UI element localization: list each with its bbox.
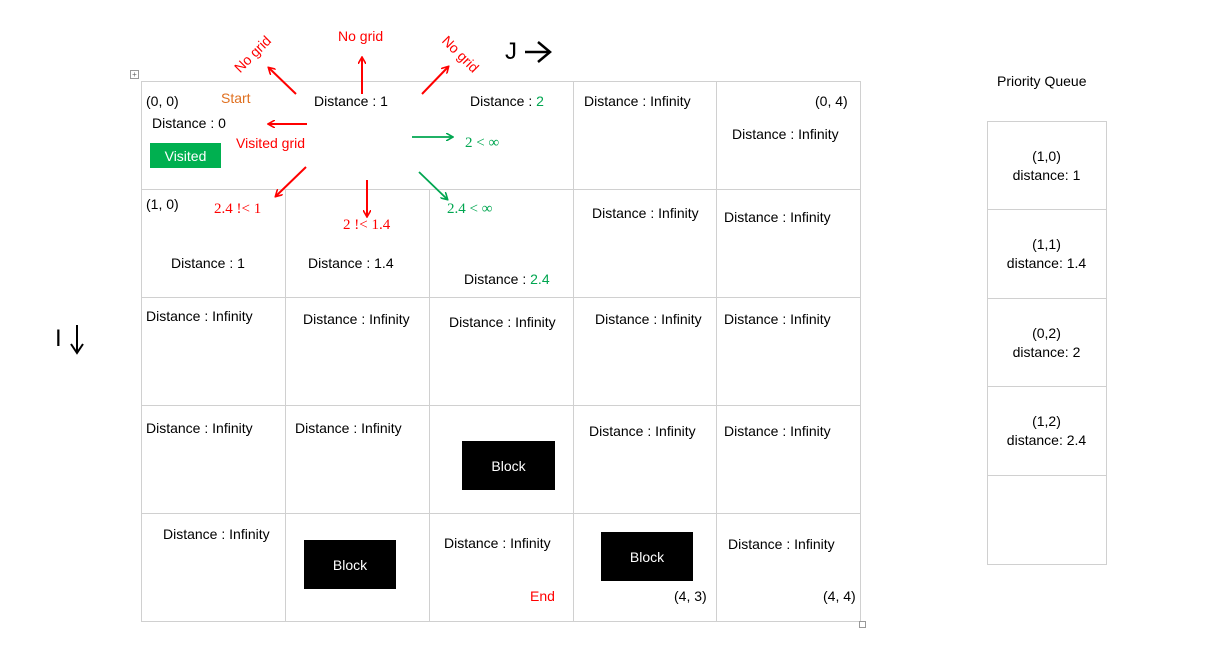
visited-grid-label: Visited grid: [236, 135, 306, 151]
grid-line: [716, 81, 717, 622]
priority-queue-title: Priority Queue: [997, 73, 1087, 89]
table-resize-handle[interactable]: [859, 621, 866, 628]
priority-queue-border: [987, 121, 1107, 565]
cell-3-1-distance: Distance : Infinity: [295, 420, 402, 436]
block-cell-4-1: Block: [304, 540, 396, 589]
cell-2-1-distance: Distance : Infinity: [303, 311, 410, 327]
start-label: Start: [221, 90, 251, 106]
pq-item-node: (1,1): [1032, 236, 1061, 252]
grid-line: [141, 81, 142, 622]
priority-queue-item: (1,0) distance: 1: [987, 122, 1106, 210]
cell-4-4-coord: (4, 4): [823, 588, 856, 604]
grid-line: [141, 513, 860, 514]
pq-item-distance: distance: 2: [1012, 343, 1081, 360]
cell-2-2-distance: Distance : Infinity: [449, 314, 556, 330]
cell-1-2-prefix: Distance :: [464, 271, 531, 287]
block-cell-4-3: Block: [601, 532, 693, 581]
arrow-down-left: [276, 166, 307, 196]
cell-1-1-distance: Distance : 1.4: [308, 255, 394, 271]
cell-1-2-value: 2.4: [530, 271, 550, 287]
end-label: End: [530, 588, 555, 604]
cell-0-1-distance: Distance : 1: [314, 93, 388, 109]
arrow-up-right: [421, 67, 448, 95]
cell-3-0-distance: Distance : Infinity: [146, 420, 253, 436]
grid-line: [141, 189, 860, 190]
compare-down-label: 2 !< 1.4: [343, 217, 391, 233]
compare-right-label: 2 < ∞: [465, 135, 500, 151]
grid-line: [860, 81, 861, 622]
block-cell-3-2: Block: [462, 441, 555, 490]
cell-1-3-distance: Distance : Infinity: [592, 205, 699, 221]
arrow-down-right: [418, 171, 447, 199]
cell-4-0-distance: Distance : Infinity: [163, 526, 270, 542]
grid-line: [141, 81, 860, 82]
grid-line: [141, 405, 860, 406]
compare-down-left-label: 2.4 !< 1: [214, 201, 262, 217]
cell-0-4-distance: Distance : Infinity: [732, 126, 839, 142]
cell-4-3-coord: (4, 3): [674, 588, 707, 604]
cell-2-4-distance: Distance : Infinity: [724, 311, 831, 327]
cell-4-4-distance: Distance : Infinity: [728, 536, 835, 552]
cell-0-2-prefix: Distance :: [470, 93, 537, 109]
pq-item-node: (1,0): [1032, 147, 1061, 164]
pq-item-distance: distance: 1.4: [1006, 255, 1087, 271]
visited-badge: Visited: [150, 143, 221, 168]
grid-line: [573, 81, 574, 622]
arrow-up-left: [269, 68, 297, 95]
cell-2-0-distance: Distance : Infinity: [146, 308, 253, 324]
i-axis-label: I: [55, 325, 62, 352]
cell-0-0-distance: Distance : 0: [152, 115, 226, 131]
cell-0-2-value: 2: [536, 93, 544, 109]
cell-1-4-distance: Distance : Infinity: [724, 209, 831, 225]
j-axis-label: J: [505, 38, 517, 65]
grid-line: [141, 621, 860, 622]
cell-4-2-distance: Distance : Infinity: [444, 535, 551, 551]
pq-item-node: (1,2): [1032, 413, 1061, 429]
cell-0-0-coord: (0, 0): [146, 93, 179, 109]
cell-2-3-distance: Distance : Infinity: [595, 311, 702, 327]
cell-0-4-coord: (0, 4): [815, 93, 848, 109]
cell-1-2-distance: Distance : 2.4: [464, 271, 550, 287]
priority-queue-item: (1,1) distance: 1.4: [987, 210, 1106, 299]
cell-0-3-distance: Distance : Infinity: [584, 93, 691, 109]
compare-down-right-label: 2.4 < ∞: [447, 201, 493, 217]
grid-line: [429, 189, 430, 622]
priority-queue-item: (0,2) distance: 2: [987, 299, 1106, 387]
cell-3-4-distance: Distance : Infinity: [724, 423, 831, 439]
priority-queue-item: (1,2) distance: 2.4: [987, 387, 1106, 476]
grid-line: [141, 297, 860, 298]
grid-line: [285, 189, 286, 622]
cell-3-3-distance: Distance : Infinity: [589, 423, 696, 439]
no-grid-label-top: No grid: [338, 28, 384, 44]
pq-item-distance: distance: 2.4: [1006, 432, 1087, 448]
cell-1-0-coord: (1, 0): [146, 196, 179, 212]
cell-1-0-distance: Distance : 1: [171, 255, 245, 271]
pq-item-node: (0,2): [1032, 324, 1061, 341]
cell-0-2-distance: Distance : 2: [470, 93, 544, 109]
pq-item-distance: distance: 1: [1012, 166, 1081, 183]
table-move-handle[interactable]: +: [130, 70, 139, 79]
